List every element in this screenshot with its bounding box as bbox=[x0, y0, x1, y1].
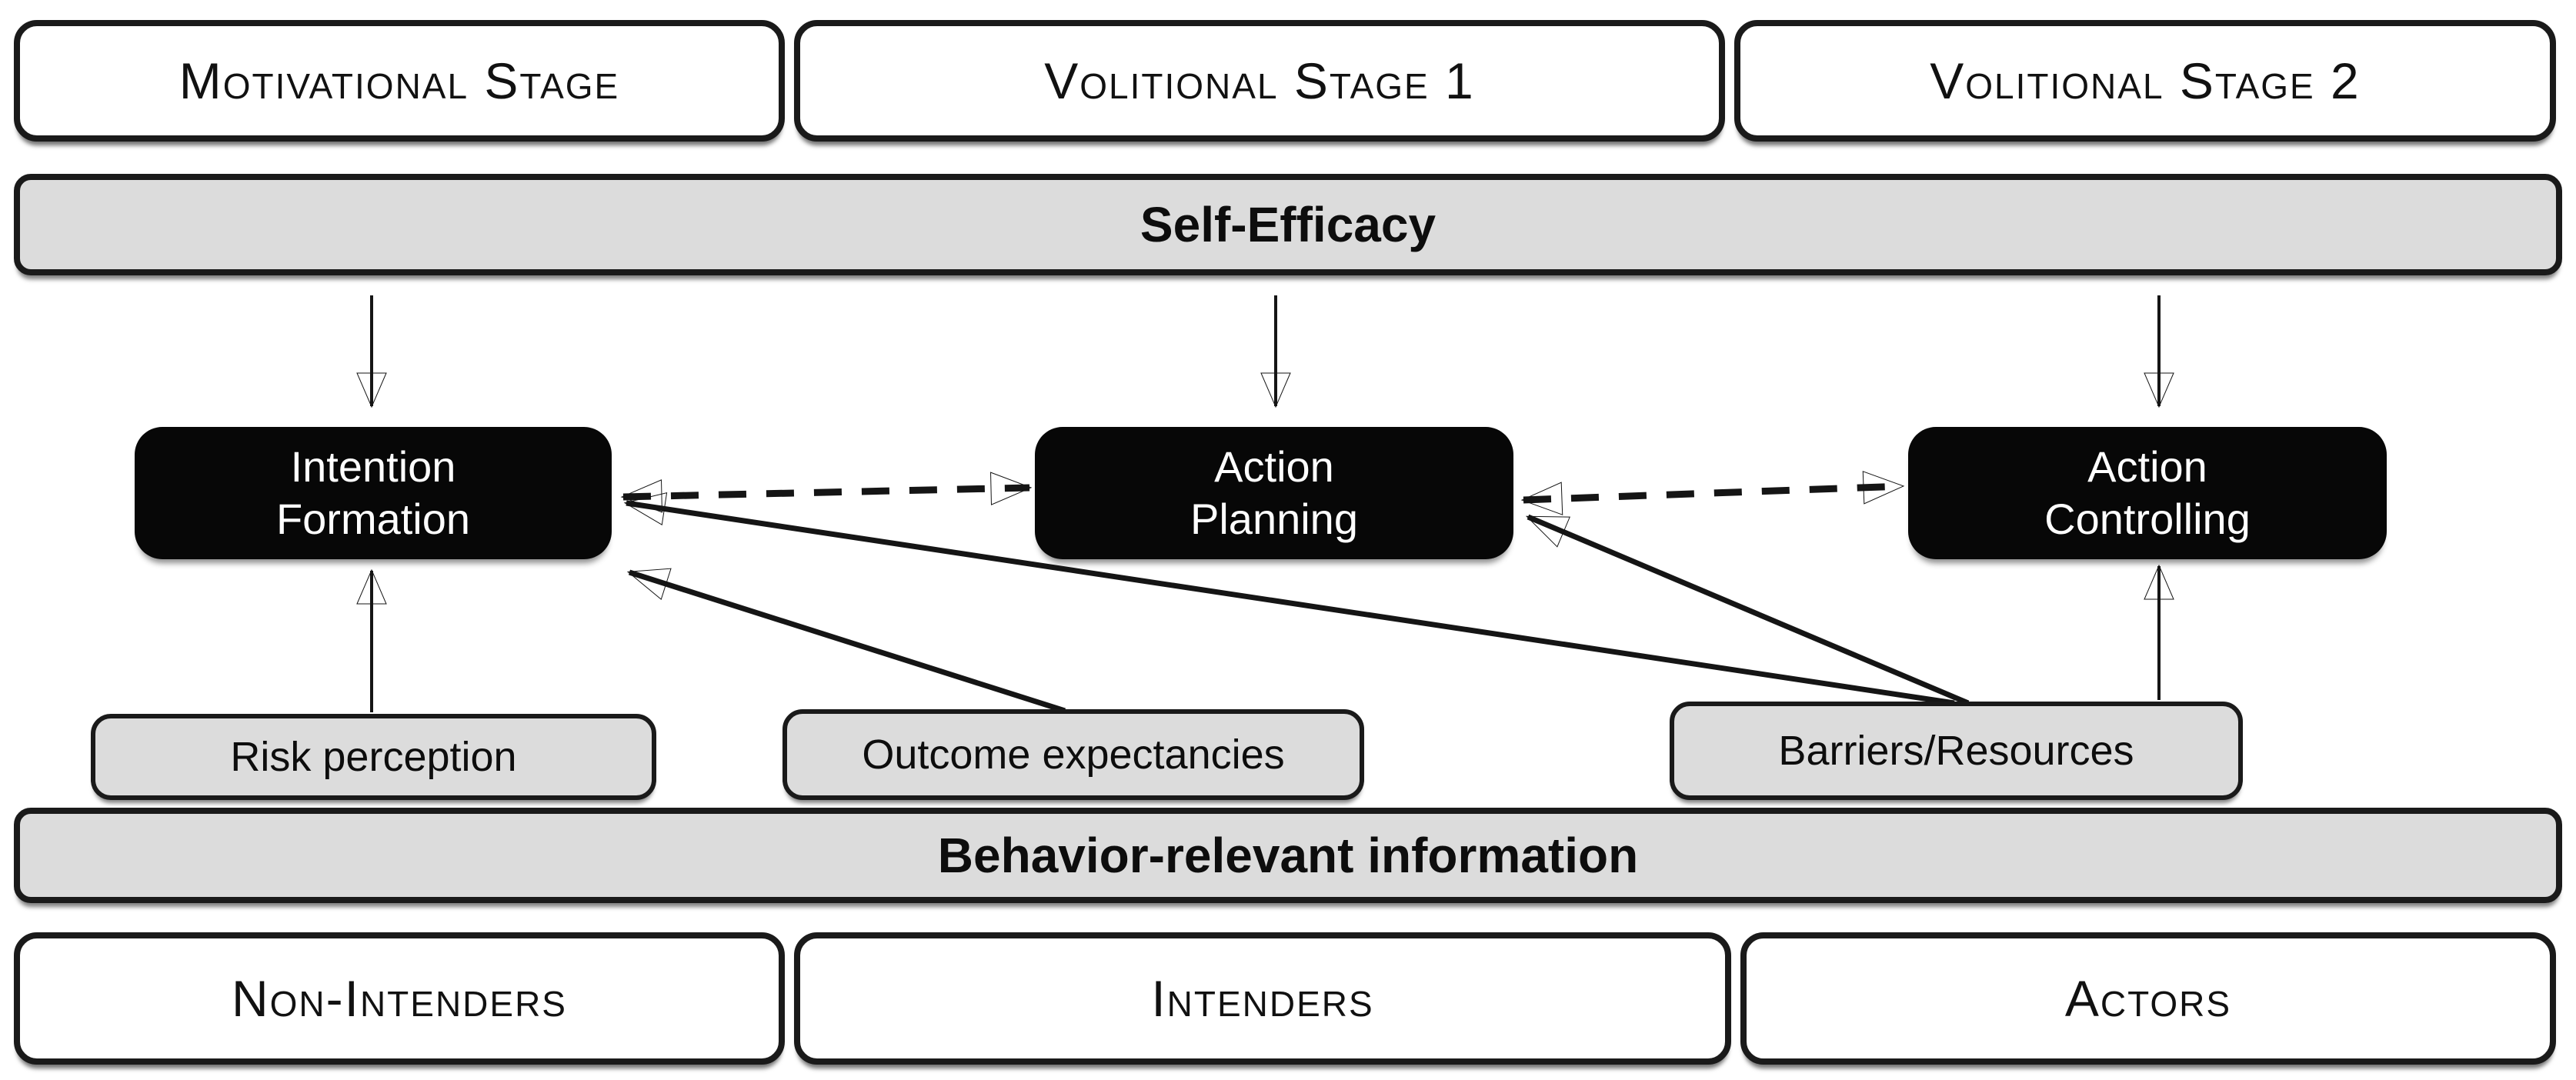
determinant-label-barriers-resources: Barriers/Resources bbox=[1778, 728, 2134, 774]
determinant-box-barriers-resources: Barriers/Resources bbox=[1670, 702, 2243, 800]
edge-intention-formation-action-planning-dashed bbox=[620, 472, 1033, 513]
process-box-intention-formation: Intention Formation bbox=[135, 427, 612, 559]
group-box-non-intenders: Non-Intenders bbox=[14, 932, 785, 1065]
group-box-actors: Actors bbox=[1740, 932, 2556, 1065]
edge-action-planning-action-controlling-dashed bbox=[1520, 471, 1905, 515]
process-label-line: Controlling bbox=[2044, 495, 2251, 543]
process-label-line: Action bbox=[2087, 442, 2207, 491]
group-label-actors: Actors bbox=[2064, 970, 2232, 1027]
stage-box-motivational: Motivational Stage bbox=[14, 20, 785, 142]
stage-label-volitional-2: Volitional Stage 2 bbox=[1930, 52, 2361, 109]
group-label-intenders: Intenders bbox=[1151, 970, 1374, 1027]
behavior-information-bar: Behavior-relevant information bbox=[14, 808, 2562, 903]
stage-box-volitional-1: Volitional Stage 1 bbox=[794, 20, 1725, 142]
stage-label-motivational: Motivational Stage bbox=[179, 52, 620, 109]
group-box-intenders: Intenders bbox=[794, 932, 1731, 1065]
process-label-line: Formation bbox=[275, 495, 471, 543]
stage-label-volitional-1: Volitional Stage 1 bbox=[1044, 52, 1475, 109]
edge-outcome-expectancies-to-intention-formation bbox=[626, 568, 1066, 714]
process-box-action-planning: Action Planning bbox=[1035, 427, 1513, 559]
process-label-line: Planning bbox=[1190, 495, 1358, 543]
determinant-label-outcome-expectancies: Outcome expectancies bbox=[862, 732, 1285, 778]
determinant-box-risk-perception: Risk perception bbox=[91, 714, 656, 800]
stage-box-volitional-2: Volitional Stage 2 bbox=[1734, 20, 2556, 142]
determinant-box-outcome-expectancies: Outcome expectancies bbox=[782, 709, 1364, 800]
self-efficacy-label: Self-Efficacy bbox=[1140, 197, 1436, 252]
behavior-information-label: Behavior-relevant information bbox=[937, 828, 1639, 883]
determinant-label-risk-perception: Risk perception bbox=[230, 734, 517, 780]
process-label-line: Intention bbox=[290, 442, 456, 491]
process-box-action-controlling: Action Controlling bbox=[1908, 427, 2387, 559]
edge-barriers-resources-to-action-planning bbox=[1525, 514, 1970, 706]
group-label-non-intenders: Non-Intenders bbox=[231, 970, 567, 1027]
self-efficacy-bar: Self-Efficacy bbox=[14, 174, 2562, 275]
process-label-line: Action bbox=[1214, 442, 1334, 491]
